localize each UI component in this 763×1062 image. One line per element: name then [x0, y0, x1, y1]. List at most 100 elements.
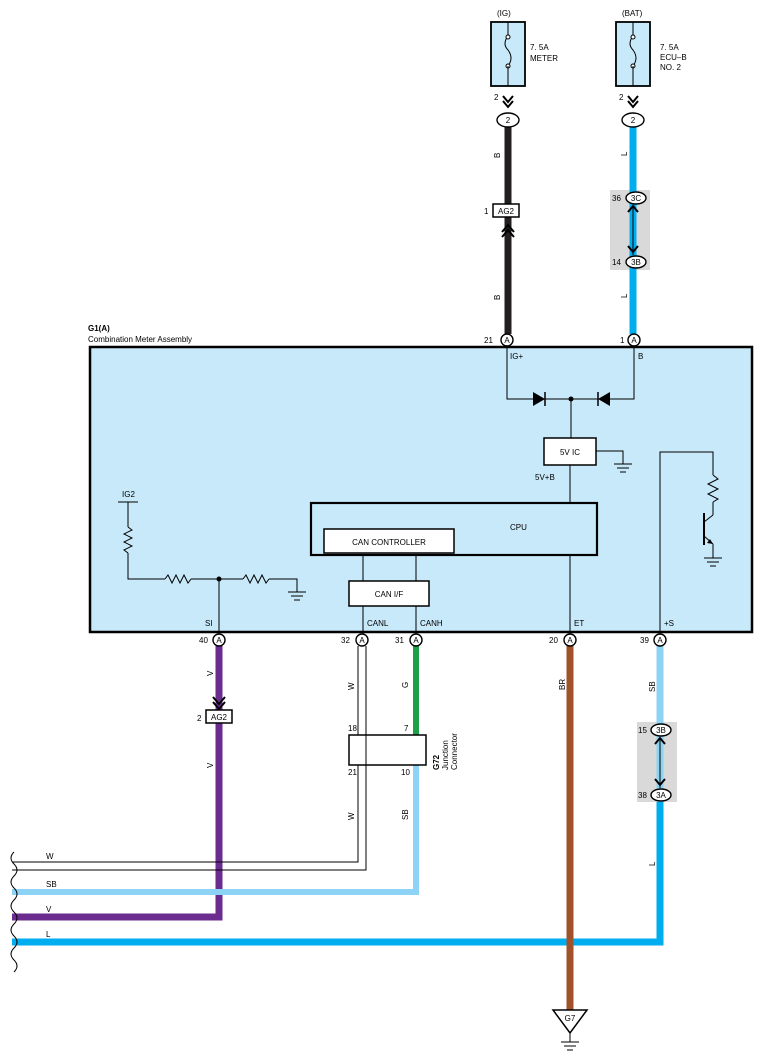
fuse-name-line2: NO. 2 [660, 63, 681, 72]
ground-icon [614, 463, 632, 473]
fuse-rating: 7. 5A [530, 43, 549, 52]
svg-text:40: 40 [199, 636, 208, 645]
wire-v-violet [12, 646, 223, 921]
wire-color-label: SB [648, 681, 657, 692]
can-controller-label: CAN CONTROLLER [352, 538, 426, 547]
connector-chevron-icon [212, 696, 226, 711]
left-wire-label: L [46, 930, 51, 939]
can-if-label: CAN I/F [375, 590, 404, 599]
junction-name-line2: Connector [450, 733, 459, 770]
ic-label: 5V IC [560, 448, 580, 457]
connector-label: 3B [631, 258, 641, 267]
connector-chevron-icon [654, 778, 666, 787]
left-wire-label: SB [46, 880, 57, 889]
connector-label: 3B [656, 726, 666, 735]
connector-ag2-bottom: 2 AG2 [197, 696, 233, 724]
meter-name: Combination Meter Assembly [88, 335, 192, 344]
can-if-block [348, 580, 430, 607]
fuse-output-connector: 2 [496, 112, 520, 128]
fuse-output-connector: 2 [621, 112, 645, 128]
connector-label: 3A [656, 791, 666, 800]
wire-color-label: V [206, 670, 215, 676]
meter-pin-canl: 32 A [341, 633, 369, 647]
fuse-name-line1: ECU–B [660, 53, 687, 62]
inline-connector-3c-3b: 3C 36 3B 14 [610, 190, 650, 270]
svg-text:A: A [504, 336, 510, 345]
svg-text:A: A [567, 636, 573, 645]
pin-name: ET [574, 619, 584, 628]
svg-text:A: A [657, 636, 663, 645]
wire-sb-lightblue [12, 765, 419, 895]
svg-text:32: 32 [341, 636, 350, 645]
pin-name: IG+ [510, 352, 523, 361]
connector-label: AG2 [498, 207, 515, 216]
wire-break-icon [10, 851, 18, 973]
fuse-element-icon [504, 35, 512, 67]
connector-chevron-icon [627, 95, 639, 109]
ground-icon [704, 557, 722, 567]
ic-output-label: 5V+B [535, 473, 555, 482]
fuse-ecu-b: (BAT) 7. 5A ECU–B NO. 2 2 [615, 9, 687, 102]
svg-text:2: 2 [631, 116, 636, 125]
svg-text:A: A [216, 636, 222, 645]
meter-pin-et: 20 A [549, 633, 577, 647]
inline-connector-3b-3a: 3B 15 3A 38 [637, 722, 677, 802]
resistor-icon [122, 526, 134, 554]
connector-pin: 38 [638, 791, 647, 800]
fuse-pin: 2 [494, 93, 499, 102]
wire-color-label: G [401, 682, 410, 688]
junction-pin: 21 [348, 768, 357, 777]
fuse-element-icon [629, 35, 637, 67]
svg-text:A: A [413, 636, 419, 645]
left-wire-label: W [46, 852, 54, 861]
junction-box [348, 734, 427, 766]
meter-pin-canh: 31 A [395, 633, 423, 647]
ground-icon [288, 591, 306, 601]
pin-name: B [638, 352, 643, 361]
connector-label: 3C [631, 194, 641, 203]
diode-icon [533, 392, 545, 406]
svg-text:21: 21 [484, 336, 493, 345]
junction-pin: 7 [404, 724, 409, 733]
junction-id: G72 [432, 754, 441, 770]
wire-color-label: W [347, 682, 356, 690]
wire-color-label: B [493, 153, 502, 158]
connector-pin: 36 [612, 194, 621, 203]
svg-text:A: A [359, 636, 365, 645]
svg-text:1: 1 [620, 336, 625, 345]
fuse-name: METER [530, 54, 558, 63]
pin-name: CANH [420, 619, 443, 628]
svg-text:39: 39 [640, 636, 649, 645]
connector-pin: 15 [638, 726, 647, 735]
wire-color-label: W [347, 812, 356, 820]
junction-pin: 18 [348, 724, 357, 733]
svg-text:A: A [631, 336, 637, 345]
connector-chevron-icon [502, 95, 514, 109]
wire-color-label: BR [558, 679, 567, 690]
can-controller-block [323, 528, 455, 554]
wire-color-label: V [206, 762, 215, 768]
connector-chevron-icon [501, 223, 515, 238]
pin-name: SI [205, 619, 213, 628]
wire-w-white [12, 765, 359, 863]
fuse-supply-label: (BAT) [622, 9, 643, 18]
ig2-label: IG2 [122, 490, 135, 499]
wire-color-label: L [648, 861, 657, 866]
fuse-meter: (IG) 7. 5A METER 2 [490, 9, 558, 102]
junction-connector-g72: 18 7 21 10 G72 Junction Connector [348, 724, 459, 777]
connector-ag2-top: 1 AG2 [484, 203, 520, 238]
resistor-icon [706, 474, 720, 503]
connector-chevron-icon [627, 204, 639, 213]
cpu-label: CPU [510, 523, 527, 532]
connector-chevron-icon [654, 736, 666, 745]
wire-l-blue [12, 800, 664, 946]
pin-name: +S [664, 619, 674, 628]
meter-id: G1(A) [88, 324, 110, 333]
wire-color-label: L [620, 151, 629, 156]
connector-label: AG2 [211, 713, 228, 722]
meter-pin-si: 40 A [199, 633, 226, 647]
ground-g7: G7 [551, 1009, 589, 1051]
left-wire-label: V [46, 905, 52, 914]
svg-text:20: 20 [549, 636, 558, 645]
connector-pin: 2 [197, 714, 202, 723]
